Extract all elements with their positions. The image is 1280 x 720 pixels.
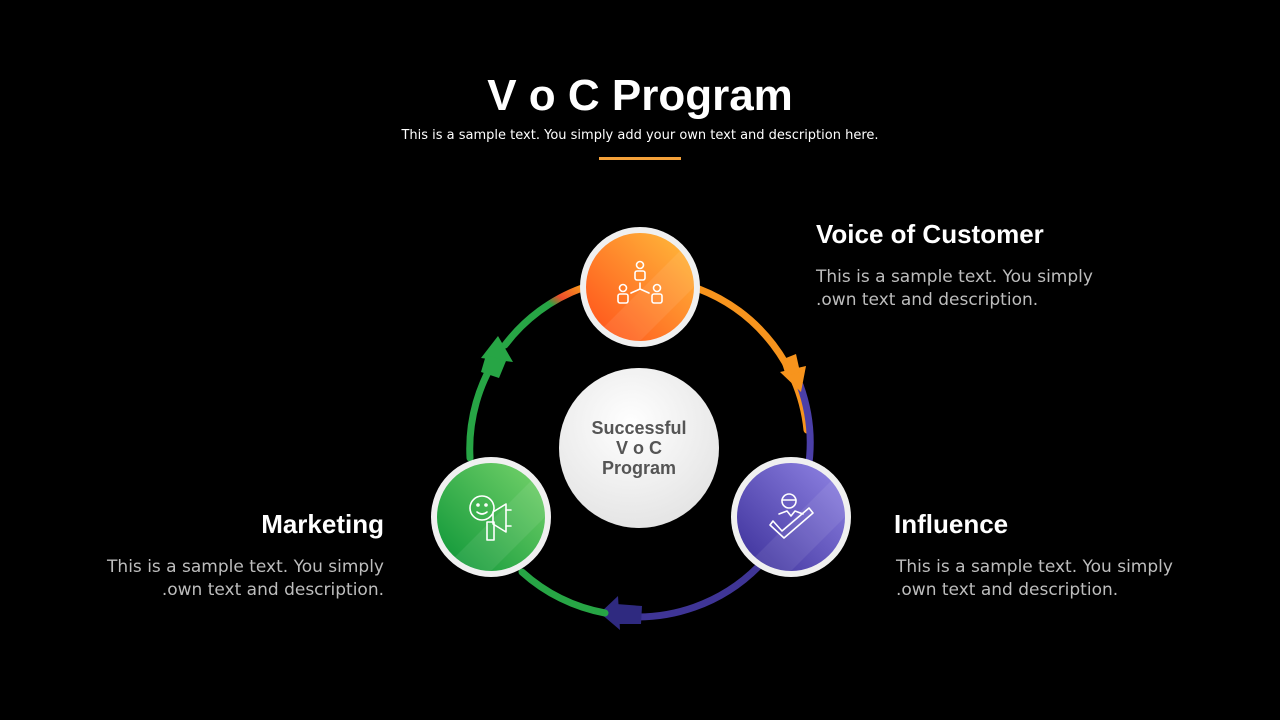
- arrow-to-influence-tail: [781, 354, 800, 376]
- desc-influence: This is a sample text. You simply .own t…: [896, 556, 1173, 602]
- desc-voice-of-customer-line-1: This is a sample text. You simply: [816, 267, 1093, 287]
- center-line-3: Program: [602, 458, 676, 478]
- desc-voice-of-customer-line-2: .own text and description.: [816, 290, 1039, 310]
- heading-marketing: Marketing: [261, 509, 384, 539]
- desc-marketing: This is a sample text. You simply .own t…: [107, 556, 384, 602]
- heading-voice-of-customer: Voice of Customer: [816, 219, 1044, 249]
- megaphone-face-icon: [469, 495, 512, 541]
- arc-marketing-to-voice-orange: [501, 284, 586, 349]
- title-underline: [599, 157, 681, 160]
- node-voice-of-customer: [580, 227, 700, 347]
- center-line-2: V o C: [616, 438, 662, 458]
- desc-influence-line-1: This is a sample text. You simply: [896, 557, 1173, 577]
- heading-influence: Influence: [894, 509, 1009, 539]
- center-circle: [559, 368, 719, 528]
- arrow-to-marketing-tail: [616, 604, 642, 624]
- center-line-1: Successful: [591, 418, 686, 438]
- node-marketing: [431, 457, 551, 577]
- arrow-to-voice: [481, 336, 513, 362]
- desc-influence-line-2: .own text and description.: [896, 580, 1119, 600]
- arc-marketing-bottom: [518, 568, 609, 617]
- node-influence: [731, 457, 851, 577]
- person-check-icon: [769, 493, 814, 539]
- people-network-icon: [617, 260, 663, 304]
- desc-marketing-line-2: .own text and description.: [161, 580, 384, 600]
- page-title: V o C Program: [487, 71, 793, 120]
- arrow-to-marketing: [600, 596, 620, 630]
- desc-marketing-line-1: This is a sample text. You simply: [107, 557, 384, 577]
- page-subtitle: This is a sample text. You simply add yo…: [401, 128, 879, 143]
- arrow-to-voice-tail: [481, 355, 506, 378]
- desc-voice-of-customer: This is a sample text. You simply .own t…: [816, 266, 1093, 312]
